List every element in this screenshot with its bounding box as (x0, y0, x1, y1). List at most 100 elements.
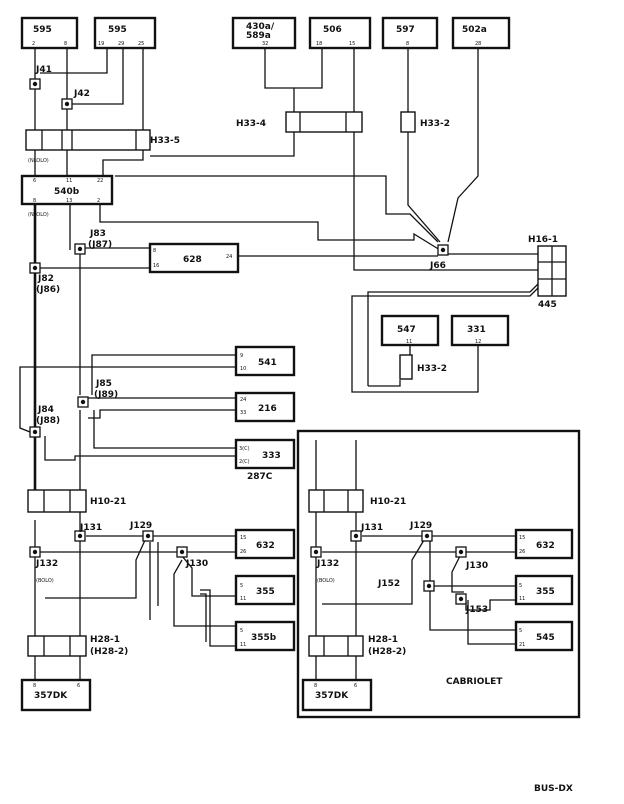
connector-label: H33-4 (236, 119, 266, 129)
component-628: 628 8 16 24 (148, 242, 240, 274)
junction-j152 (423, 580, 435, 592)
pin-label: (NLOLO) (28, 158, 49, 164)
connector-h33-5: H33-5 (NLOLO) (NLOLO) (25, 129, 180, 218)
component-502a: 502a 28 (451, 16, 511, 50)
pin-label: 15 (519, 535, 525, 541)
component-357dk-cabriolet: 357DK 8 6 (301, 678, 373, 712)
pin-label: 21 (519, 642, 525, 648)
pin-label: 22 (97, 178, 103, 184)
page-id: BUS-DX (534, 784, 573, 794)
pin-label: 13 (66, 198, 72, 204)
pin-label: 15 (240, 535, 246, 541)
component-label: 632 (536, 541, 555, 551)
connector-label: H10-21 (90, 497, 126, 507)
connector-h16-1: H16-1 445 (528, 235, 567, 310)
connector-label: (H28-2) (90, 647, 128, 657)
component-545-cabriolet: 545 5 21 (514, 620, 574, 652)
component-547: 547 11 (380, 314, 440, 347)
junction-label: J66 (429, 261, 446, 271)
component-label: 355 (256, 587, 275, 597)
pin-label: 6 (33, 178, 36, 184)
component-331: 331 12 (450, 314, 510, 347)
junction-j42 (61, 98, 73, 110)
pin-label: 33 (240, 410, 246, 416)
junction-label: (J86) (36, 285, 60, 295)
component-632: 632 15 26 (234, 528, 296, 560)
pin-label: 11 (406, 339, 412, 345)
connector-label: H33-2 (417, 364, 447, 374)
pin-label: 11 (240, 642, 246, 648)
pin-label: 25 (138, 41, 144, 47)
junction-label: J129 (409, 521, 432, 531)
component-540b: 540b 6 11 22 8 13 2 (20, 174, 114, 206)
junction-label: J153 (465, 605, 488, 615)
pin-label: 2(C) (239, 459, 250, 465)
junction-label: (J87) (88, 240, 112, 250)
junction-j129-cabriolet (421, 530, 433, 542)
junction-label: J130 (465, 561, 488, 571)
pin-label: 2 (32, 41, 35, 47)
pin-label: 5 (519, 583, 522, 589)
pin-label: 8 (314, 683, 317, 689)
component-label: 595 (108, 25, 127, 35)
junction-j85 (77, 396, 89, 408)
pin-label: 16 (153, 263, 159, 269)
component-label: 628 (183, 255, 202, 265)
pin-label: 9 (240, 353, 243, 359)
pin-label: 11 (519, 596, 525, 602)
component-355-cabriolet: 355 5 11 (514, 574, 574, 606)
junction-j153 (455, 593, 467, 605)
connector-label: (H28-2) (368, 647, 406, 657)
junction-label: J132 (316, 559, 339, 569)
cabriolet-frame (296, 429, 581, 719)
component-label: 331 (467, 325, 486, 335)
component-595a: 595 2 8 (20, 16, 79, 50)
component-label: 502a (462, 25, 487, 35)
connector-label: H33-2 (420, 119, 450, 129)
component-label: 545 (536, 633, 555, 643)
pin-label: 11 (240, 596, 246, 602)
pin-label: (NLOLO) (28, 212, 49, 218)
component-label: 547 (397, 325, 416, 335)
junction-label: J85 (95, 379, 112, 389)
pin-label: 2 (97, 198, 100, 204)
pin-label: 6 (77, 683, 80, 689)
pin-label: 26 (519, 549, 525, 555)
component-357dk: 357DK 8 6 (20, 678, 92, 712)
component-355: 355 5 11 (234, 574, 296, 606)
junction-j84 (29, 426, 41, 438)
connector-h10-21: H10-21 (27, 489, 126, 513)
junction-label: J84 (37, 405, 54, 415)
component-333: 333 3(C) 2(C) (234, 438, 296, 470)
component-label: 632 (256, 541, 275, 551)
component-216: 216 24 33 (234, 391, 296, 423)
component-430a-589a: 430a/589a 32 (231, 16, 297, 50)
component-541: 541 9 10 (234, 345, 296, 377)
junction-label: J82 (37, 274, 54, 284)
component-label: 357DK (34, 691, 68, 701)
pin-label: 18 (316, 41, 322, 47)
connector-h28-1: H28-1 (H28-2) (27, 635, 128, 657)
pin-label: 19 (98, 41, 104, 47)
connector-label: H10-21 (370, 497, 406, 507)
pin-label: 5 (519, 628, 522, 634)
component-label: 540b (54, 187, 80, 197)
pin-label: 11 (66, 178, 72, 184)
label-287c: 287C (247, 472, 273, 482)
junction-label: J152 (377, 579, 400, 589)
pin-label: 24 (226, 254, 232, 260)
pin-label: 29 (118, 41, 124, 47)
component-595b: 595 19 29 25 (93, 16, 157, 50)
component-632-cabriolet: 632 15 26 (514, 528, 574, 560)
junction-j131-cabriolet (350, 530, 362, 542)
junction-label: (J89) (94, 390, 118, 400)
component-355b: 355b 5 11 (234, 620, 296, 652)
cabriolet-label: CABRIOLET (446, 677, 503, 687)
pin-label: 28 (475, 41, 481, 47)
junction-label: J83 (89, 229, 106, 239)
junction-labels: J41 J42 J83 (J87) J82 (J86) J66 J85 (J89… (35, 65, 488, 615)
junction-label: J131 (360, 523, 383, 533)
component-label: 355 (536, 587, 555, 597)
pin-label: 8 (64, 41, 67, 47)
